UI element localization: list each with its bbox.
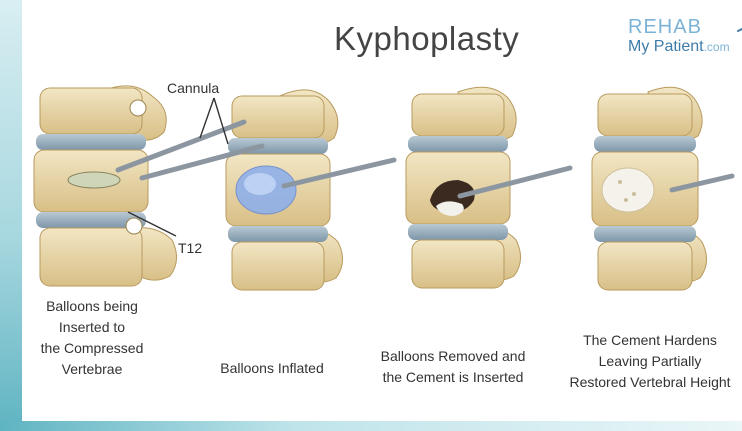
bottom-accent xyxy=(0,421,742,431)
disc xyxy=(228,226,328,242)
foramen xyxy=(126,218,142,234)
page-title: Kyphoplasty xyxy=(334,20,519,58)
vertebra-lower xyxy=(598,242,692,290)
cannula-label: Cannula xyxy=(167,78,219,99)
step-caption-4: The Cement Hardens Leaving Partially Res… xyxy=(558,330,742,393)
spine-segment-3 xyxy=(406,87,521,288)
caption-line: Balloons Inflated xyxy=(204,358,340,379)
cement-speckle xyxy=(632,192,636,196)
vertebra-upper xyxy=(40,88,142,134)
caption-line: Balloons Removed and xyxy=(368,346,538,367)
hardened-cement xyxy=(602,168,654,212)
disc xyxy=(408,224,508,240)
spine-segment-1 xyxy=(34,86,177,286)
disc xyxy=(594,136,696,152)
caption-line: The Cement Hardens xyxy=(558,330,742,351)
disc xyxy=(36,134,146,150)
balloon-deflated xyxy=(68,172,120,188)
disc xyxy=(594,226,696,242)
caption-line: Leaving Partially xyxy=(558,351,742,372)
spine-segment-4 xyxy=(592,87,707,290)
caption-line: Balloons being xyxy=(26,296,158,317)
rehab-logo: REHAB My Patient.com xyxy=(628,12,742,72)
logo-brand: My Patient xyxy=(628,38,704,55)
cement-speckle xyxy=(624,198,628,202)
logo-suffix: .com xyxy=(704,40,730,54)
step-caption-1: Balloons being Inserted to the Compresse… xyxy=(26,296,158,380)
vertebra-label: T12 xyxy=(178,238,202,259)
step-caption-3: Balloons Removed and the Cement is Inser… xyxy=(368,346,538,388)
disc xyxy=(408,136,508,152)
step-caption-2: Balloons Inflated xyxy=(204,358,340,379)
caption-line: Inserted to xyxy=(26,317,158,338)
vertebra-lower xyxy=(412,240,504,288)
vertebra-upper xyxy=(232,96,324,138)
diagram-card: Kyphoplasty REHAB My Patient.com Cannula… xyxy=(22,0,742,421)
vertebra-upper xyxy=(412,94,504,136)
caption-line: Vertebrae xyxy=(26,359,158,380)
caption-line: the Compressed xyxy=(26,338,158,359)
balloon-highlight xyxy=(244,173,276,195)
vertebra-upper xyxy=(598,94,692,136)
logo-top-text: REHAB xyxy=(628,16,702,39)
cannula-leader-b xyxy=(214,98,228,144)
logo-bottom-text: My Patient.com xyxy=(628,38,730,56)
vertebra-lower xyxy=(40,228,142,286)
vertebra-lower xyxy=(232,242,324,290)
cement-speckle xyxy=(618,180,622,184)
foramen xyxy=(130,100,146,116)
caption-line: the Cement is Inserted xyxy=(368,367,538,388)
walking-figure-icon xyxy=(732,16,742,38)
caption-line: Restored Vertebral Height xyxy=(558,372,742,393)
